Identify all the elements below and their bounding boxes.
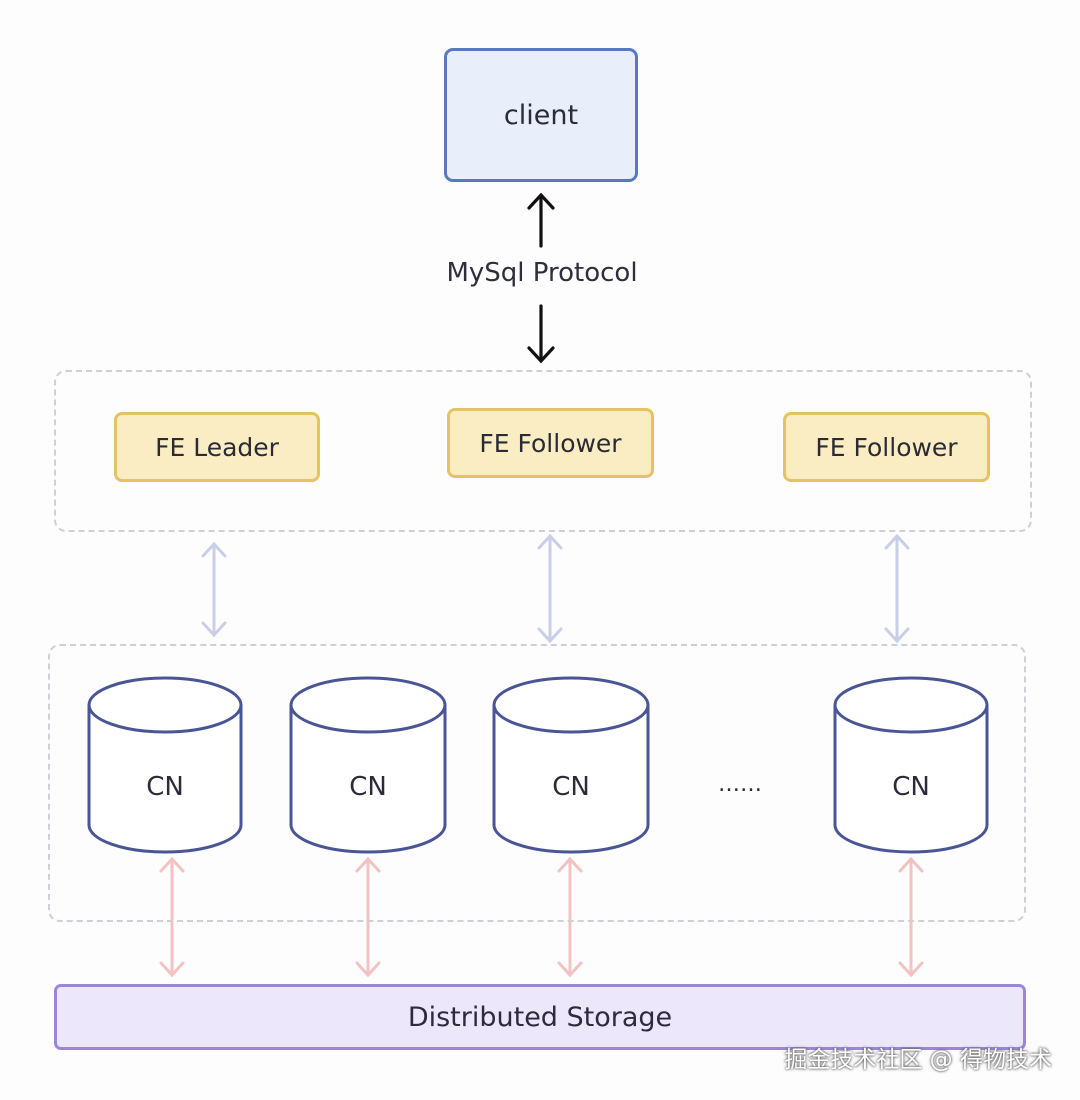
cn-storage-arrow-4 — [898, 856, 924, 978]
cn-label-3: CN — [552, 772, 590, 802]
fe-cn-arrow-2 — [537, 533, 563, 644]
more-nodes-ellipsis: …… — [718, 772, 762, 797]
cn-storage-arrow-1 — [159, 856, 185, 978]
protocol-label: MySql Protocol — [400, 258, 684, 288]
fe-cn-arrow-3 — [884, 533, 910, 644]
watermark-text: 掘金技术社区 @ 得物技术 — [784, 1047, 1052, 1073]
protocol-arrow-down — [527, 304, 555, 364]
cn-cylinder-4 — [833, 676, 989, 854]
cn-group-frame — [48, 644, 1026, 922]
cn-label-1: CN — [146, 772, 184, 802]
fe-leader-node: FE Leader — [114, 412, 320, 482]
fe-follower-node-2: FE Follower — [783, 412, 990, 482]
fe-group-frame — [54, 370, 1032, 532]
fe-follower-label-1: FE Follower — [479, 428, 622, 458]
cn-label-4: CN — [892, 772, 930, 802]
cn-storage-arrow-3 — [557, 856, 583, 978]
fe-follower-node-1: FE Follower — [447, 408, 654, 478]
distributed-storage-node: Distributed Storage — [54, 984, 1026, 1050]
cn-cylinder-1 — [87, 676, 243, 854]
cn-cylinder-2 — [289, 676, 447, 854]
cn-label-2: CN — [349, 772, 387, 802]
fe-cn-arrow-1 — [201, 541, 227, 638]
fe-follower-label-2: FE Follower — [815, 432, 958, 462]
cn-storage-arrow-2 — [355, 856, 381, 978]
cn-cylinder-3 — [492, 676, 650, 854]
protocol-arrow-up — [527, 192, 555, 248]
storage-label: Distributed Storage — [407, 1001, 673, 1033]
client-node: client — [444, 48, 638, 182]
fe-leader-label: FE Leader — [155, 432, 279, 462]
client-label: client — [503, 99, 579, 131]
